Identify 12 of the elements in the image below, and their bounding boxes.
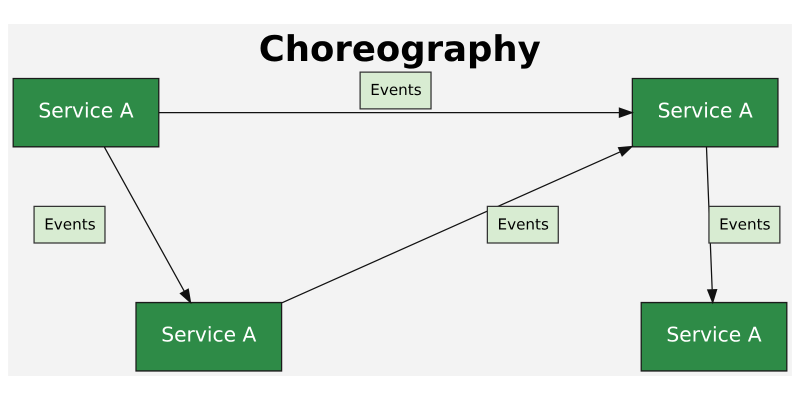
- node-box: Service A: [640, 302, 788, 372]
- edge-label: Events: [497, 215, 549, 234]
- edge-label: Events: [719, 215, 770, 234]
- edge-label: Events: [370, 81, 422, 100]
- edge-label: Events: [44, 215, 96, 234]
- diagram-title: Choreography: [258, 29, 541, 70]
- arrow: [282, 146, 634, 304]
- node-box: Service A: [12, 78, 160, 148]
- arrow: [158, 107, 634, 118]
- node-box: Service A: [632, 78, 779, 148]
- node-box: Service A: [135, 302, 282, 372]
- arrow: [104, 146, 192, 304]
